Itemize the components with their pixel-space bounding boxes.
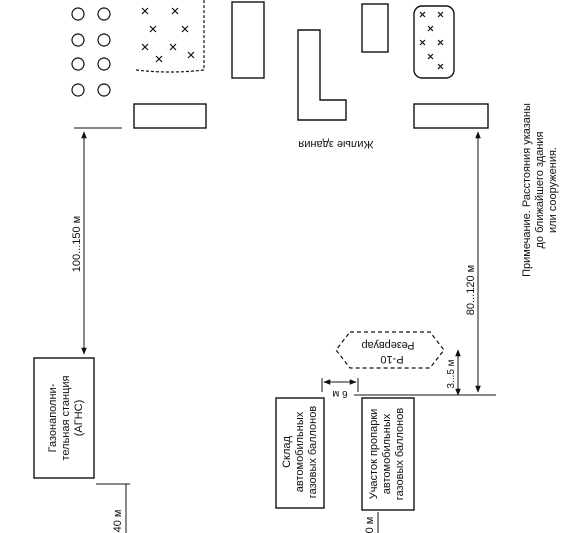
dimension-agns-bottom-label: 40 м: [112, 510, 124, 533]
dimension-reservoir: 80...120 м: [465, 131, 481, 393]
warehouse-label-1: Склад: [281, 436, 293, 468]
note-line-2: до ближайшего здания: [534, 131, 546, 248]
deciduous-trees: [71, 7, 111, 97]
dimension-steaming-bottom: 0 м: [364, 512, 379, 533]
reservoir: Резервуар Р-10: [335, 331, 445, 369]
dimension-warehouse-gap: 6 м: [321, 378, 359, 399]
building-left: [133, 103, 207, 129]
gas-cylinder-warehouse: Склад автомобильных газовых баллонов: [275, 397, 325, 509]
note-line-3: или сооружения.: [547, 147, 559, 233]
agns-label-3: (АГНС): [73, 400, 85, 437]
dimension-reservoir-offset: 3...5 м: [354, 349, 496, 396]
steaming-label-3: газовых баллонов: [394, 408, 406, 501]
dimension-steaming-bottom-label: 0 м: [364, 517, 376, 533]
warehouse-label-3: газовых баллонов: [307, 406, 319, 499]
dimension-reservoir-offset-label: 3...5 м: [446, 359, 457, 388]
residential-label: Жилые здания: [298, 138, 373, 150]
dimension-agns: 100...150 м: [71, 127, 122, 355]
steaming-label-1: Участок пропарки: [368, 409, 380, 500]
reservoir-label-1: Резервуар: [361, 339, 414, 351]
reservoir-label-2: Р-10: [380, 353, 403, 365]
building-small: [361, 3, 389, 53]
planted-block: [413, 5, 455, 79]
dimension-agns-bottom: 40 м: [96, 483, 130, 533]
agns-label-2: тельная станция: [60, 375, 72, 460]
note-line-1: Примечание. Расстояния указаны: [521, 103, 533, 277]
building-l-shaped: [297, 29, 347, 121]
dimension-reservoir-label: 80...120 м: [465, 265, 477, 315]
building-tall: [231, 1, 265, 79]
green-zone: [135, 0, 205, 73]
steaming-label-2: автомобильных: [381, 413, 393, 494]
cylinder-steaming-section: Участок пропарки автомобильных газовых б…: [361, 397, 415, 511]
building-right: [413, 103, 489, 129]
warehouse-label-2: автомобильных: [294, 411, 306, 492]
dimension-agns-label: 100...150 м: [71, 216, 83, 273]
note: Примечание. Расстояния указаны до ближай…: [521, 103, 559, 277]
agns-label-1: Газонаполни-: [47, 383, 59, 452]
dimension-warehouse-gap-label: 6 м: [332, 388, 347, 399]
agns-station: Газонаполни- тельная станция (АГНС): [33, 357, 95, 479]
